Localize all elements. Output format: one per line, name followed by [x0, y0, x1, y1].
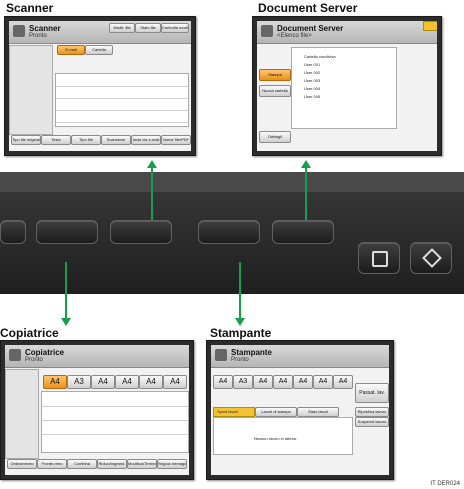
copier-screen: Copiatrice Pronto A4 A3 A4 A4 A4 A4 Ordi… [0, 340, 194, 480]
printer-side-button-1[interactable]: Ripristina lavoro [355, 407, 389, 417]
arrow-to-docserver [305, 168, 307, 220]
docserver-bottom-button[interactable]: Dettagli [259, 131, 291, 143]
scanner-bottom-button-2[interactable]: Testo [41, 135, 71, 145]
copier-paper-2[interactable]: A3 [67, 375, 91, 389]
scanner-bottom-button-4[interactable]: Scansione [101, 135, 131, 145]
printer-big-button[interactable]: Passat. lav. [355, 383, 389, 403]
copier-header: Copiatrice [25, 348, 65, 357]
docserver-header: Document Server [277, 24, 344, 33]
scanner-bottom-button-5[interactable]: Invia via e-mail [131, 135, 161, 145]
control-panel-top-strip [0, 172, 464, 192]
copier-paper-1[interactable]: A4 [43, 375, 67, 389]
panel-button-login-icon[interactable] [410, 242, 452, 274]
printer-tab-spool[interactable] [213, 407, 255, 417]
scanner-header: Scanner [29, 24, 61, 33]
copiatrice-title: Copiatrice [0, 326, 59, 340]
scanner-left-panel [9, 45, 53, 135]
printer-job-list: Nessun lavoro in attesa. [213, 417, 353, 455]
scanner-screen: Scanner Pronto Modif. file Stato file Co… [4, 16, 196, 156]
copier-bottom-button-6[interactable]: Regola Immagine [157, 459, 187, 469]
arrow-to-printer-head [235, 318, 245, 326]
printer-empty-message: Nessun lavoro in attesa. [254, 436, 297, 441]
copier-led-indicator [93, 470, 107, 473]
printer-paper-2[interactable]: A3 [233, 375, 253, 389]
docserver-screen: Document Server <Elenco file> Stampa Nuo… [252, 16, 442, 156]
copier-bottom-button-5[interactable]: Modifica/Timbro [127, 459, 157, 469]
docserver-row-5[interactable]: User 005 [304, 94, 321, 99]
arrow-to-copier-head [61, 318, 71, 326]
arrow-to-printer [239, 262, 241, 320]
copier-bottom-button-3[interactable]: Combina [67, 459, 97, 469]
scanner-led-indicator [95, 146, 109, 149]
document-server-title: Document Server [258, 1, 358, 15]
printer-paper-6[interactable]: A4 [313, 375, 333, 389]
docserver-side-button-2[interactable]: Nuova cartella [259, 85, 291, 97]
docserver-corner-tab [423, 21, 437, 31]
printer-paper-1[interactable]: A4 [213, 375, 233, 389]
panel-button-scanner[interactable] [110, 220, 172, 244]
docserver-row-3[interactable]: User 003 [304, 78, 321, 83]
docserver-side-button-1[interactable]: Stampa [259, 69, 291, 81]
scanner-top-button-1[interactable]: Modif. file [109, 23, 135, 33]
panel-button-left-extra[interactable] [0, 220, 26, 244]
docserver-led-indicator [343, 146, 357, 149]
scanner-status: Pronto [29, 33, 47, 39]
scanner-bottom-button-3[interactable]: Tipo file [71, 135, 101, 145]
printer-tab-jobs[interactable]: Lavori di stampa [255, 407, 297, 417]
printer-paper-7[interactable]: A4 [333, 375, 353, 389]
printer-screen: Stampante Pronto A4 A3 A4 A4 A4 A4 A4 Pa… [206, 340, 394, 480]
arrow-to-scanner [151, 168, 153, 220]
printer-led-indicator [297, 470, 311, 473]
printer-side-button-2[interactable]: Sospendi lavoro [355, 417, 389, 427]
docserver-row-1[interactable]: User 001 [304, 62, 321, 67]
printer-tab-spool-label: Spool lavori [217, 409, 238, 414]
printer-paper-4[interactable]: A4 [273, 375, 293, 389]
docserver-icon [261, 25, 273, 37]
docserver-sub: <Elenco file> [277, 33, 312, 39]
copier-bottom-button-2[interactable]: Fronte-retro [37, 459, 67, 469]
arrow-to-scanner-head [147, 160, 157, 168]
stampante-title: Stampante [210, 326, 272, 340]
scanner-title: Scanner [6, 1, 54, 15]
copier-paper-3[interactable]: A4 [91, 375, 115, 389]
footer-code: IT DER024 [430, 481, 460, 487]
printer-status: Pronto [231, 357, 249, 363]
scanner-top-button-3[interactable]: Controlla modif. [161, 23, 189, 33]
scanner-icon [13, 25, 25, 37]
printer-paper-3[interactable]: A4 [253, 375, 273, 389]
scanner-bottom-button-6[interactable]: Nome file/PDF [161, 135, 191, 145]
copier-left-panel [5, 369, 39, 459]
docserver-row-2[interactable]: User 002 [304, 70, 321, 75]
printer-tab-status[interactable]: Stato lavori [297, 407, 339, 417]
printer-paper-5[interactable]: A4 [293, 375, 313, 389]
panel-button-docserver[interactable] [272, 220, 334, 244]
copier-paper-5[interactable]: A4 [139, 375, 163, 389]
docserver-file-list: Cartella condivisa User 001 User 002 Use… [291, 47, 397, 129]
copier-options-area [41, 391, 189, 453]
scanner-top-button-2[interactable]: Stato file [135, 23, 161, 33]
scanner-tab-folder[interactable]: Cartella [85, 45, 113, 55]
panel-button-app-icon[interactable] [358, 242, 400, 274]
printer-header: Stampante [231, 348, 272, 357]
docserver-row-4[interactable]: User 004 [304, 86, 321, 91]
copier-icon [9, 349, 21, 361]
copier-status: Pronto [25, 357, 43, 363]
scanner-dest-grid [55, 73, 189, 127]
copier-bottom-button-4[interactable]: Riduci/Ingrand. [97, 459, 127, 469]
scanner-tab-email[interactable]: E-mail [57, 45, 85, 55]
copier-paper-6[interactable]: A4 [163, 375, 187, 389]
control-panel [0, 172, 464, 294]
arrow-to-docserver-head [301, 160, 311, 168]
copier-paper-4[interactable]: A4 [115, 375, 139, 389]
docserver-folder-title: Cartella condivisa [304, 54, 336, 59]
printer-icon [215, 349, 227, 361]
panel-button-printer[interactable] [198, 220, 260, 244]
copier-bottom-button-1[interactable]: Ordinamento [7, 459, 37, 469]
panel-button-copier[interactable] [36, 220, 98, 244]
arrow-to-copier [65, 262, 67, 320]
scanner-bottom-button-1[interactable]: Tipo file originale [11, 135, 41, 145]
